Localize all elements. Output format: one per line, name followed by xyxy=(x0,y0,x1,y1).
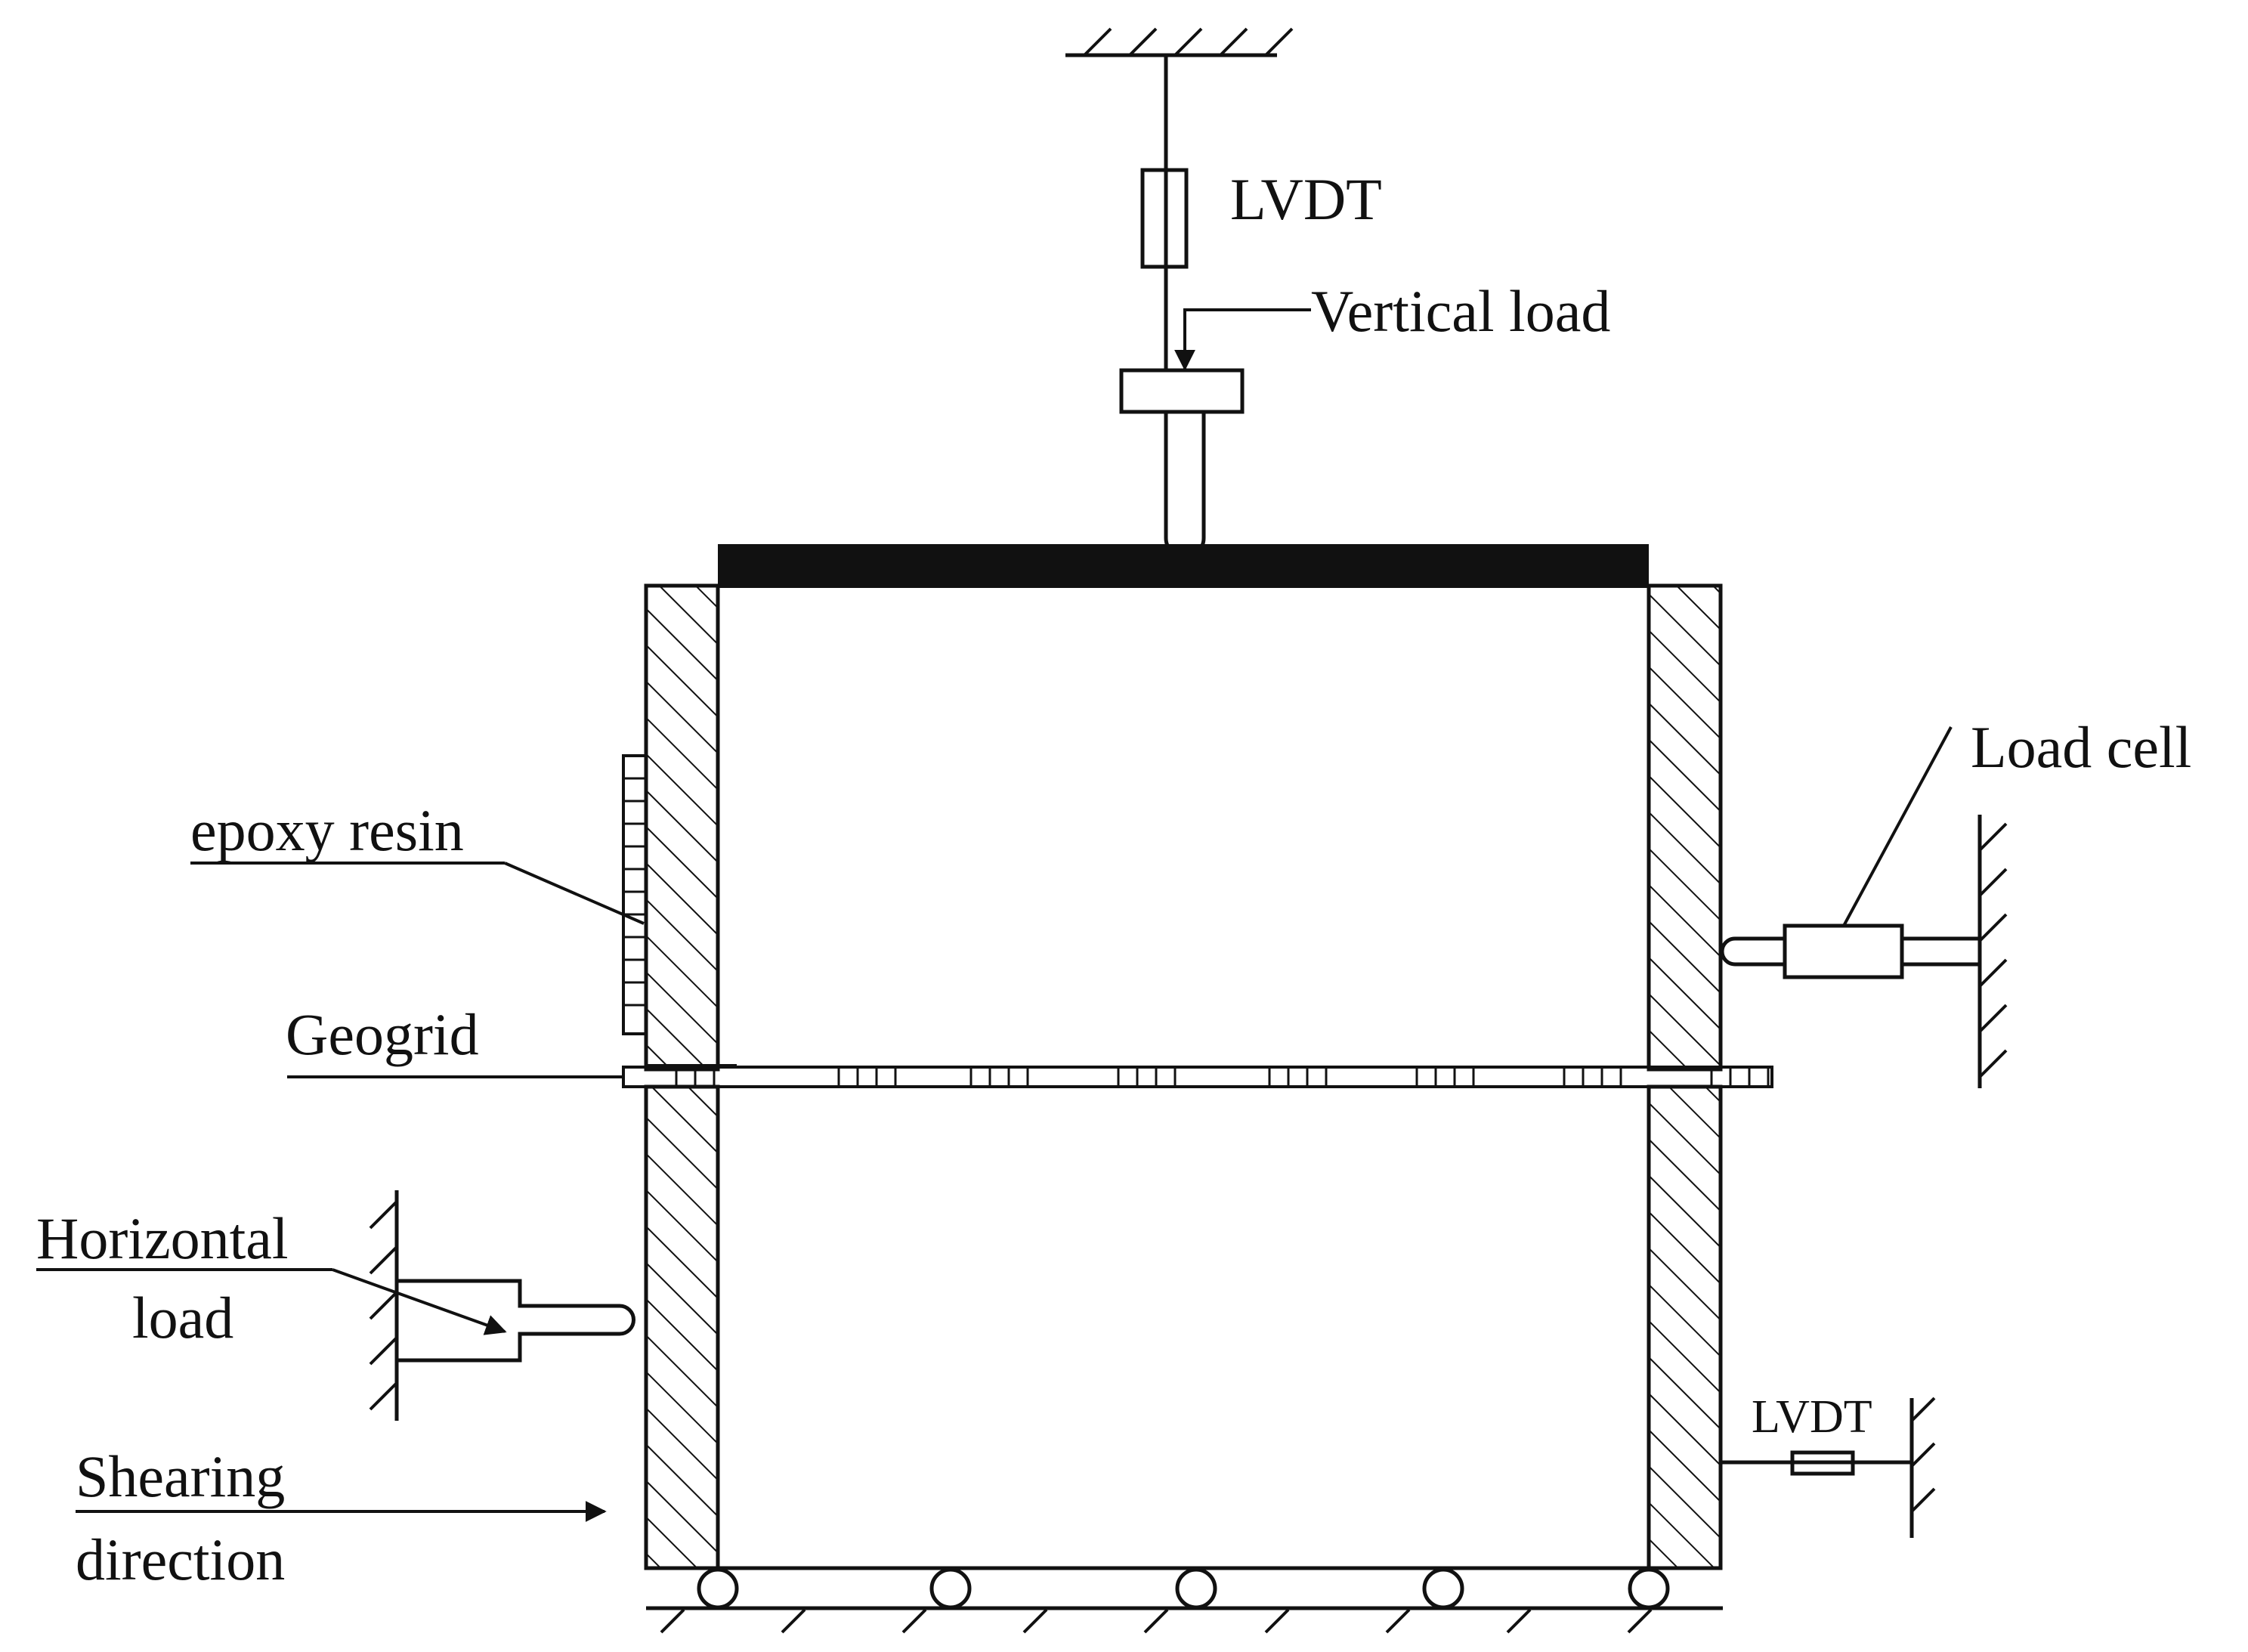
lvdt-bottom-fixed-support xyxy=(1909,1397,1936,1538)
loading-cap xyxy=(1119,368,1245,414)
left-fixed-support xyxy=(369,1190,399,1421)
lvdt-top-label: LVDT xyxy=(1230,166,1382,232)
vertical-piston xyxy=(1164,412,1206,559)
horizontal-load-label-line1: Horizontal xyxy=(36,1205,289,1271)
lvdt-top-sensor xyxy=(1140,168,1189,269)
geogrid-layer xyxy=(622,1066,1773,1088)
load-cell-label: Load cell xyxy=(1971,714,2191,780)
right-fixed-support xyxy=(1977,815,2008,1088)
vertical-load-leader xyxy=(1174,308,1311,371)
shearing-direction-label-line2: direction xyxy=(76,1527,285,1592)
horizontal-load-label-line2: load xyxy=(132,1285,233,1350)
vertical-load-label: Vertical load xyxy=(1311,278,1610,344)
load-cell-leader xyxy=(1842,726,1953,927)
lvdt-bottom-assembly xyxy=(1721,1450,1912,1476)
load-cell-assembly xyxy=(1720,923,1980,979)
horizontal-load-assembly xyxy=(397,1279,635,1363)
top-fixed-support xyxy=(1065,27,1294,57)
lower-shear-box xyxy=(644,1084,1723,1570)
rollers xyxy=(697,1567,1670,1610)
epoxy-resin-label: epoxy resin xyxy=(190,797,464,863)
upper-shear-box xyxy=(644,583,1723,1072)
top-loading-plate xyxy=(718,544,1649,588)
epoxy-resin-leader xyxy=(190,862,645,925)
horizontal-load-leader xyxy=(332,1268,507,1335)
shearing-direction-label-line1: Shearing xyxy=(76,1443,285,1509)
ground-support xyxy=(646,1606,1723,1634)
lvdt-bottom-label: LVDT xyxy=(1752,1391,1872,1443)
geogrid-label: Geogrid xyxy=(286,1001,479,1067)
